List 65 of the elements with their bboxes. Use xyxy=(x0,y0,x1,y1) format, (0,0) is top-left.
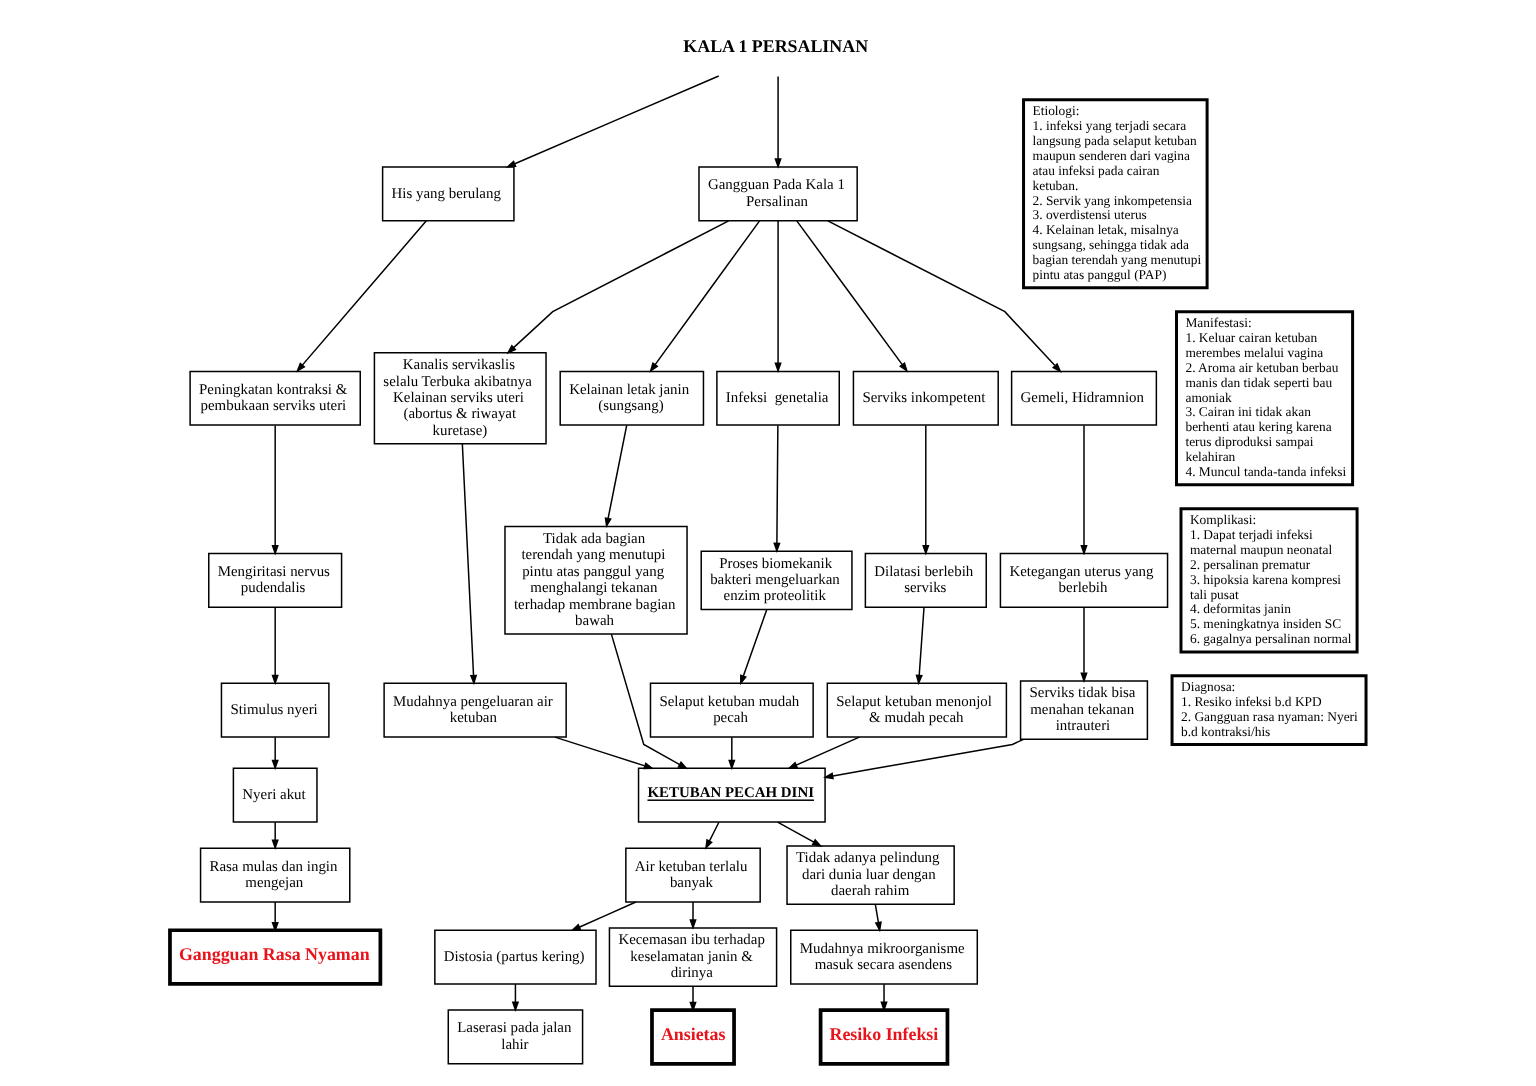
arrow xyxy=(271,901,279,933)
arrow xyxy=(774,220,782,374)
arrow xyxy=(823,738,1025,780)
arrow xyxy=(705,821,720,850)
node-box: Proses biomekanik bakteri mengeluarkan enzim proteolitik xyxy=(700,550,853,611)
arrow xyxy=(776,821,823,847)
arrow xyxy=(796,220,909,373)
node-box: Kelainan letak janin (sungsang) xyxy=(559,370,705,426)
arrow xyxy=(271,736,279,771)
node-box: Ketegangan uterus yang berlebih xyxy=(999,552,1169,608)
arrow xyxy=(271,606,279,686)
node-box: KETUBAN PECAH DINI xyxy=(637,767,826,823)
node-box: Air ketuban terlalu banyak xyxy=(625,847,761,903)
node-box: Mengiritasi nervus pudendalis xyxy=(208,552,343,608)
arrow xyxy=(1080,424,1088,556)
node-box: Selaput ketuban menonjol & mudah pecah xyxy=(826,682,1008,738)
node-box: Gangguan Pada Kala 1 Persalinan xyxy=(698,166,858,222)
node-box: Stimulus nyeri xyxy=(220,682,330,738)
node-text: KALA 1 PERSALINAN xyxy=(683,36,869,57)
node-box: Kanalis servikaslis selalu Terbuka akibatnya Kelainan serviks uteri (abortus & riwayat kuretase) xyxy=(373,352,547,445)
arrow xyxy=(827,220,1062,373)
arrow xyxy=(880,983,888,1012)
node-box: Serviks tidak bisa menahan tekanan intrauteri xyxy=(1019,680,1149,740)
arrow xyxy=(506,220,730,355)
arrow xyxy=(461,443,478,686)
node-box: Nyeri akut xyxy=(232,767,318,823)
arrow xyxy=(649,220,761,373)
node-box: Dilatasi berlebih serviks xyxy=(864,552,987,608)
arrow xyxy=(874,903,882,933)
arrow xyxy=(271,821,279,851)
node-box: Kecemasan ibu terhadap keselamatan janin & dirinya xyxy=(608,927,778,987)
node-box: Rasa mulas dan ingin mengejan xyxy=(199,847,351,903)
node-box: Gangguan Rasa Nyaman xyxy=(168,928,383,986)
arrow xyxy=(915,606,925,686)
arrow xyxy=(774,75,782,169)
arrow xyxy=(728,736,736,771)
arrow xyxy=(610,633,689,770)
arrow xyxy=(271,424,279,556)
arrow xyxy=(604,424,628,529)
node-box: His yang berulang xyxy=(381,166,515,222)
node-box: Serviks inkompetent xyxy=(852,370,999,426)
arrow xyxy=(554,736,655,770)
node-box: Tidak adanya pelindung dari dunia luar dengan daerah rahim xyxy=(786,845,955,905)
arrow xyxy=(296,220,428,373)
node-box: Ansietas xyxy=(650,1008,736,1066)
arrow xyxy=(689,985,697,1013)
node-box: Mudahnya mikroorganisme masuk secara asendens xyxy=(790,929,979,985)
node-box: Peningkatan kontraksi & pembukaan serviks uteri xyxy=(189,370,361,426)
node-box: Selaput ketuban mudah pecah xyxy=(649,682,814,738)
node-box: Tidak ada bagian terendah yang menutupi pintu atas panggul yang menghalangi tekanan terhadap membrane bagian bawah xyxy=(504,525,688,635)
arrow xyxy=(689,901,697,930)
node-box: Resiko Infeksi xyxy=(818,1008,950,1066)
arrow xyxy=(773,424,781,554)
arrow xyxy=(570,901,637,932)
node-box: Infeksi genetalia xyxy=(716,370,840,426)
node-box: Distosia (partus kering) xyxy=(434,929,597,985)
arrow xyxy=(505,75,720,168)
node-box: Gemeli, Hidramnion xyxy=(1010,370,1158,426)
arrow xyxy=(922,424,930,556)
arrow xyxy=(511,983,520,1012)
node-box: Mudahnya pengeluaran air ketuban xyxy=(383,682,567,738)
node-box: Laserasi pada jalan lahir xyxy=(447,1009,584,1065)
arrow xyxy=(740,609,768,686)
arrow xyxy=(1080,606,1088,684)
arrow xyxy=(787,736,861,770)
